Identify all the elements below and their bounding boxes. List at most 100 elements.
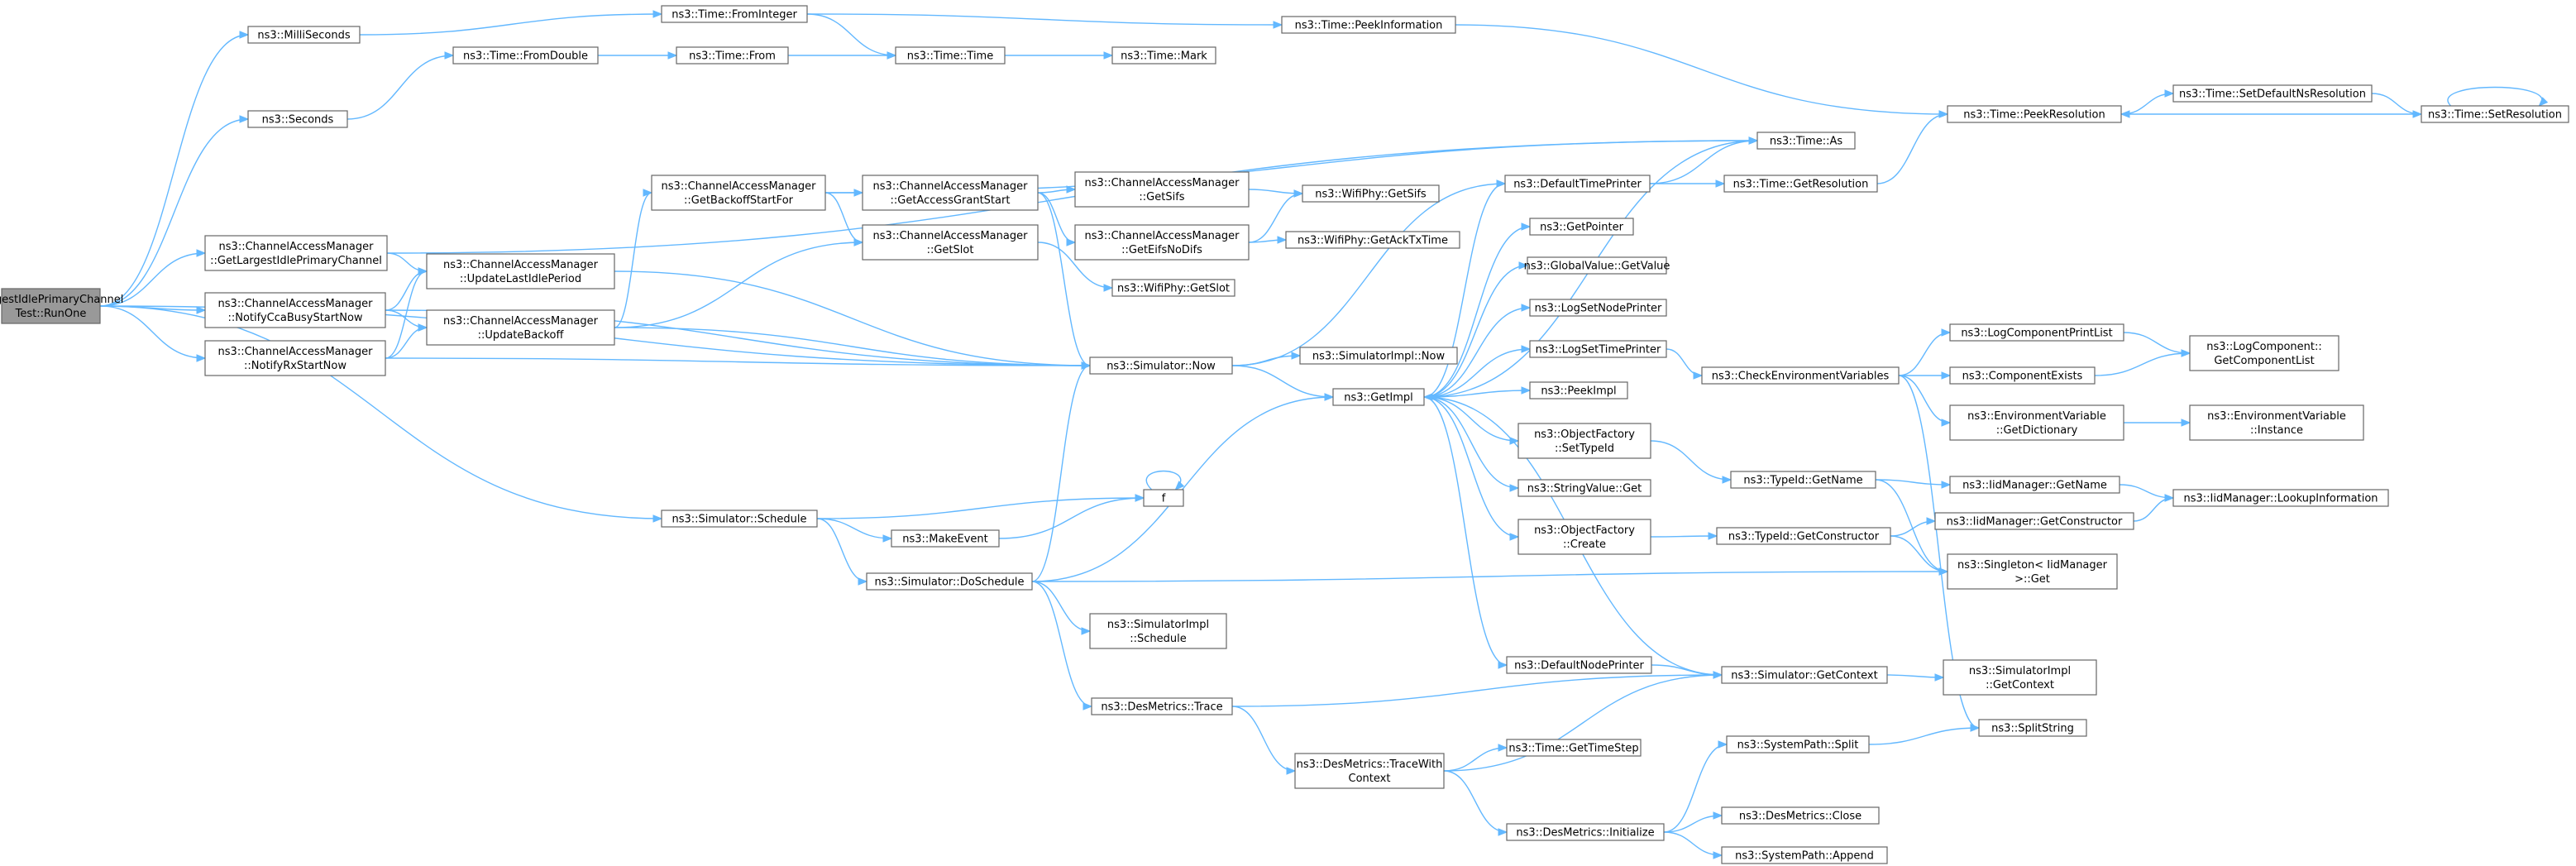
node-envgetdict[interactable]: ns3::EnvironmentVariable::GetDictionary: [1949, 404, 2124, 441]
node-root[interactable]: LargestIdlePrimaryChannelTest::RunOne: [0, 288, 123, 324]
node-logsettime[interactable]: ns3::LogSetTimePrinter: [1529, 340, 1667, 358]
node-label: ns3::Time::SetResolution: [2428, 109, 2562, 122]
node-label: ns3::StringValue::Get: [1527, 483, 1642, 495]
node-label: ns3::LogSetTimePrinter: [1536, 344, 1661, 356]
edge-typeidgetctor-iidgetctor: [1890, 517, 1937, 537]
node-getres[interactable]: ns3::Time::GetResolution: [1723, 175, 1878, 193]
edge-getres-peekres: [1876, 110, 1949, 184]
node-typeidgetname[interactable]: ns3::TypeId::GetName: [1730, 471, 1876, 489]
node-f[interactable]: f: [1143, 489, 1184, 507]
node-iidlookup[interactable]: ns3::IidManager::LookupInformation: [2172, 489, 2389, 507]
node-peekinfo[interactable]: ns3::Time::PeekInformation: [1281, 16, 1456, 34]
node-label: ns3::ChannelAccessManager: [1085, 177, 1240, 189]
node-getimpl[interactable]: ns3::GetImpl: [1332, 388, 1425, 406]
node-from[interactable]: ns3::Time::From: [676, 46, 789, 65]
node-getbackoff[interactable]: ns3::ChannelAccessManager::GetBackoffSta…: [651, 175, 826, 211]
edge-peekres-setdefaultns: [2120, 89, 2175, 115]
node-label: ns3::IidManager::GetName: [1962, 480, 2107, 492]
node-notifycca[interactable]: ns3::ChannelAccessManager::NotifyCcaBusy…: [204, 292, 386, 328]
node-desclose[interactable]: ns3::DesMetrics::Close: [1721, 806, 1880, 825]
node-getpointer[interactable]: ns3::GetPointer: [1529, 218, 1634, 236]
node-now[interactable]: ns3::Simulator::Now: [1089, 356, 1233, 375]
node-splitstring[interactable]: ns3::SplitString: [1978, 719, 2087, 737]
edge-ofcreate-typeidgetctor: [1650, 532, 1718, 540]
node-trace[interactable]: ns3::DesMetrics::Trace: [1091, 697, 1233, 715]
node-timeas[interactable]: ns3::Time::As: [1756, 132, 1856, 150]
edge-getimpl-defaulttimeprinter: [1423, 179, 1507, 398]
node-globalvalue[interactable]: ns3::GlobalValue::GetValue: [1524, 256, 1670, 275]
node-fromdouble[interactable]: ns3::Time::FromDouble: [452, 46, 599, 65]
node-logprintlist[interactable]: ns3::LogComponentPrintList: [1949, 323, 2124, 342]
node-checkenv[interactable]: ns3::CheckEnvironmentVariables: [1701, 366, 1900, 385]
node-typeidgetctor[interactable]: ns3::TypeId::GetConstructor: [1716, 527, 1891, 545]
node-seconds[interactable]: ns3::Seconds: [247, 110, 348, 128]
node-label: ns3::SystemPath::Split: [1737, 739, 1859, 752]
node-singleton[interactable]: ns3::Singleton< IidManager>::Get: [1947, 553, 2118, 590]
node-getslot[interactable]: ns3::ChannelAccessManager::GetSlot: [862, 224, 1039, 261]
call-graph-nodes: LargestIdlePrimaryChannelTest::RunOnens3…: [0, 5, 2569, 864]
node-mark[interactable]: ns3::Time::Mark: [1111, 46, 1216, 65]
node-ofcreate[interactable]: ns3::ObjectFactory::Create: [1517, 519, 1651, 555]
node-milliseconds[interactable]: ns3::MilliSeconds: [247, 26, 361, 44]
node-setdefaultns[interactable]: ns3::Time::SetDefaultNsResolution: [2172, 84, 2373, 103]
node-defaultnodeprinter[interactable]: ns3::DefaultNodePrinter: [1506, 656, 1652, 674]
node-makeevent[interactable]: ns3::MakeEvent: [891, 529, 1000, 548]
node-getaccessgrant[interactable]: ns3::ChannelAccessManager::GetAccessGran…: [862, 175, 1039, 211]
edge-now-defaulttimeprinter: [1231, 179, 1507, 366]
node-label: ns3::ComponentExists: [1962, 371, 2083, 383]
node-sysappend[interactable]: ns3::SystemPath::Append: [1721, 846, 1888, 864]
node-iidgetname[interactable]: ns3::IidManager::GetName: [1949, 476, 2120, 494]
node-label: ns3::Time::PeekInformation: [1295, 20, 1443, 32]
node-simimplschedule[interactable]: ns3::SimulatorImpl::Schedule: [1089, 613, 1227, 649]
edge-checkenv-logprintlist: [1898, 328, 1952, 376]
node-simimplgetcontext[interactable]: ns3::SimulatorImpl::GetContext: [1943, 659, 2097, 696]
node-label: ns3::Time::FromDouble: [463, 50, 588, 63]
node-setres[interactable]: ns3::Time::SetResolution: [2421, 105, 2569, 123]
node-geteifs[interactable]: ns3::ChannelAccessManager::GetEifsNoDifs: [1074, 224, 1250, 261]
node-compexists[interactable]: ns3::ComponentExists: [1949, 366, 2096, 385]
edge-tracewithcontext-gettimestep: [1443, 744, 1508, 772]
node-phygetack[interactable]: ns3::WifiPhy::GetAckTxTime: [1285, 231, 1460, 249]
edge-doschedule-now: [1031, 361, 1092, 582]
edge-getaccessgrant-now: [1037, 192, 1092, 370]
node-peekimpl[interactable]: ns3::PeekImpl: [1529, 381, 1628, 400]
node-updatebackoff[interactable]: ns3::ChannelAccessManager::UpdateBackoff: [426, 309, 615, 346]
edge-defaulttimeprinter-timeas: [1649, 136, 1759, 184]
node-doschedule[interactable]: ns3::Simulator::DoSchedule: [866, 572, 1033, 591]
node-loggetlist[interactable]: ns3::LogComponent::GetComponentList: [2189, 335, 2339, 371]
edge-milliseconds-frominteger: [359, 10, 663, 36]
node-envinstance[interactable]: ns3::EnvironmentVariable::Instance: [2189, 404, 2364, 441]
node-logsetnode[interactable]: ns3::LogSetNodePrinter: [1529, 299, 1667, 317]
node-label: ns3::Time::GetResolution: [1733, 179, 1869, 191]
node-label: ns3::Simulator::GetContext: [1731, 670, 1877, 682]
node-stringvalue[interactable]: ns3::StringValue::Get: [1517, 479, 1651, 497]
node-getlargest[interactable]: ns3::ChannelAccessManager::GetLargestIdl…: [204, 235, 388, 271]
node-iidgetctor[interactable]: ns3::IidManager::GetConstructor: [1934, 512, 2134, 530]
node-syssplit[interactable]: ns3::SystemPath::Split: [1726, 735, 1870, 754]
node-label: ns3::GetImpl: [1344, 392, 1413, 404]
node-frominteger[interactable]: ns3::Time::FromInteger: [661, 5, 808, 23]
node-label: ns3::Seconds: [262, 114, 334, 127]
node-gettimestep[interactable]: ns3::Time::GetTimeStep: [1506, 739, 1642, 757]
node-simimplnow[interactable]: ns3::SimulatorImpl::Now: [1299, 347, 1458, 365]
node-phygetsifs[interactable]: ns3::WifiPhy::GetSifs: [1302, 184, 1440, 203]
node-getsifs[interactable]: ns3::ChannelAccessManager::GetSifs: [1074, 171, 1250, 208]
node-peekres[interactable]: ns3::Time::PeekResolution: [1947, 105, 2122, 123]
edge-typeidgetname-iidgetname: [1875, 479, 1952, 489]
node-phygetslot[interactable]: ns3::WifiPhy::GetSlot: [1111, 279, 1235, 297]
edge-getimpl-ofsettypeid: [1423, 396, 1520, 445]
node-schedule[interactable]: ns3::Simulator::Schedule: [661, 510, 818, 528]
node-updatelastidle[interactable]: ns3::ChannelAccessManager::UpdateLastIdl…: [426, 253, 615, 289]
node-getcontext[interactable]: ns3::Simulator::GetContext: [1721, 666, 1888, 684]
node-initialize[interactable]: ns3::DesMetrics::Initialize: [1506, 823, 1665, 841]
node-defaulttimeprinter[interactable]: ns3::DefaultTimePrinter: [1504, 175, 1651, 193]
node-notifyrx[interactable]: ns3::ChannelAccessManager::NotifyRxStart…: [204, 340, 386, 376]
edge-defaultnodeprinter-getcontext: [1651, 664, 1723, 679]
edge-geteifs-phygetack: [1248, 236, 1288, 244]
node-time[interactable]: ns3::Time::Time: [895, 46, 1006, 65]
node-label: ::GetAccessGrantStart: [891, 194, 1011, 207]
node-label: ns3::Time::Mark: [1121, 50, 1207, 63]
node-ofsettypeid[interactable]: ns3::ObjectFactory::SetTypeId: [1517, 423, 1651, 459]
